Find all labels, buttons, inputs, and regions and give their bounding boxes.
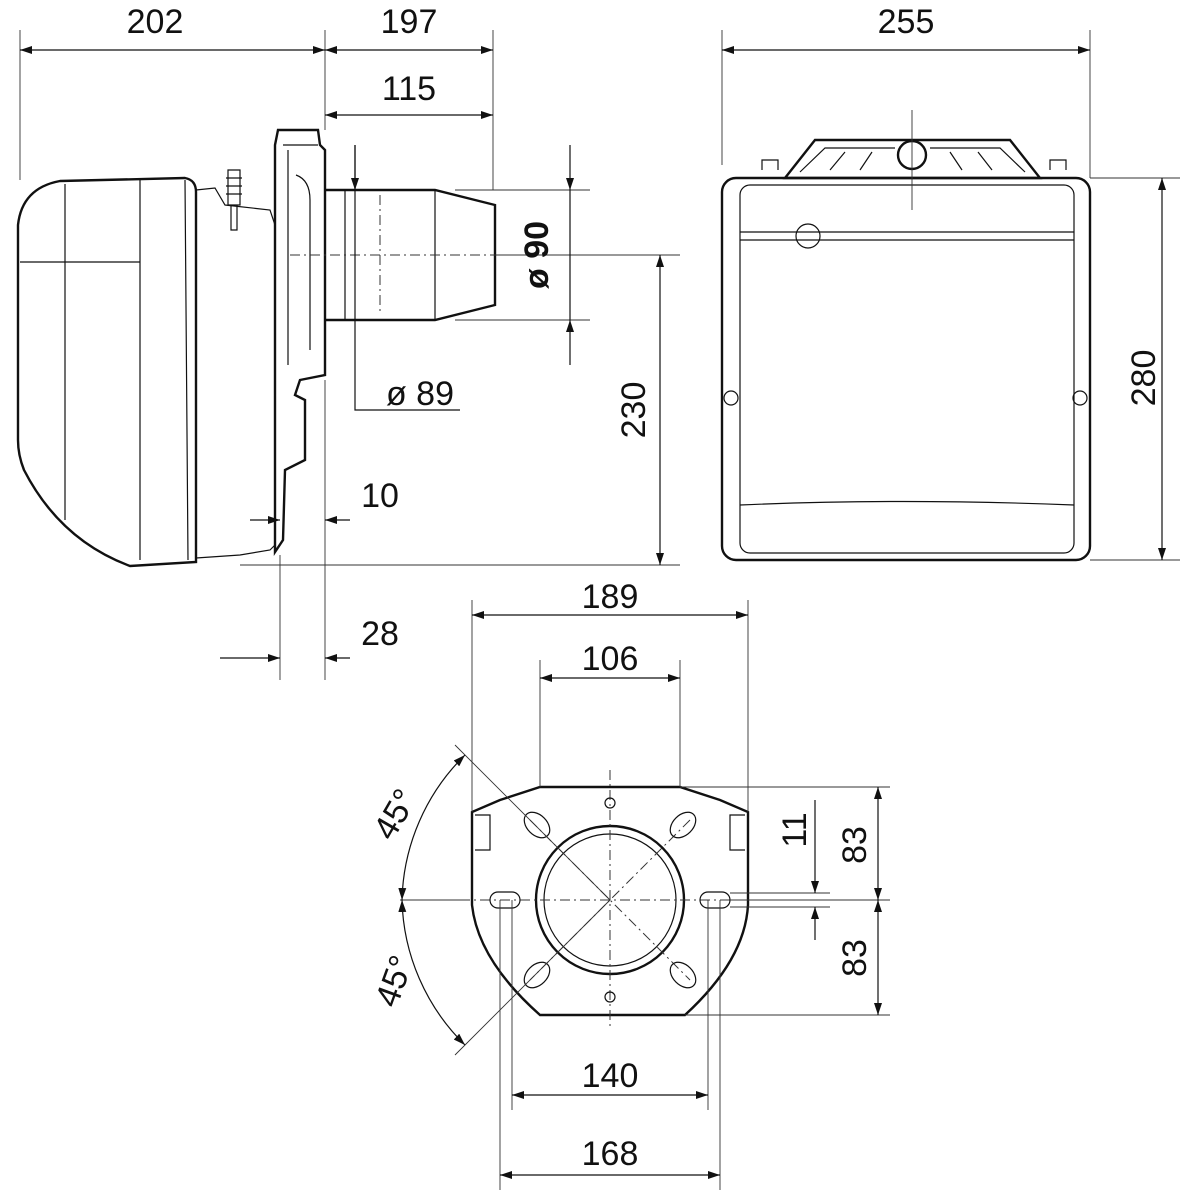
dim-28-label: 28 (361, 615, 399, 653)
burner-housing (16, 176, 198, 568)
nozzle-fitting-icon (226, 169, 242, 231)
dim-83-lower-label: 83 (836, 939, 874, 977)
pump-body (195, 187, 276, 559)
mounting-holes (475, 797, 745, 1003)
dim-202-label: 202 (127, 3, 184, 41)
dim-197-label: 197 (381, 3, 438, 41)
dim-106-label: 106 (582, 640, 639, 678)
dim-83-upper-label: 83 (836, 826, 874, 864)
dim-flange-hole-label: ø 89 (386, 375, 454, 413)
angle-upper-label: 45° (366, 783, 425, 847)
dim-230-label: 230 (615, 382, 653, 439)
dim-11-label: 11 (776, 812, 814, 847)
front-view: 255 280 (720, 3, 1180, 562)
dim-10-label: 10 (361, 477, 399, 515)
fan-grille (782, 138, 1043, 180)
flange-outline (470, 785, 750, 1017)
dim-280-label: 280 (1125, 350, 1163, 407)
side-view: 202 197 115 ø 90 ø 89 230 10 28 (16, 3, 680, 680)
dim-tube-diameter-label: ø 90 (518, 221, 556, 289)
mounting-flange (273, 128, 327, 556)
dim-168-label: 168 (582, 1135, 639, 1173)
dim-189-label: 189 (582, 578, 639, 616)
front-housing (720, 176, 1092, 562)
dim-115-label: 115 (382, 70, 436, 108)
flange-view: 189 106 140 168 83 83 11 45° 45° (366, 578, 890, 1190)
angle-lower-label: 45° (368, 951, 421, 1012)
dim-255-label: 255 (878, 3, 935, 41)
housing-seam (20, 179, 189, 561)
dim-140-label: 140 (582, 1057, 639, 1095)
